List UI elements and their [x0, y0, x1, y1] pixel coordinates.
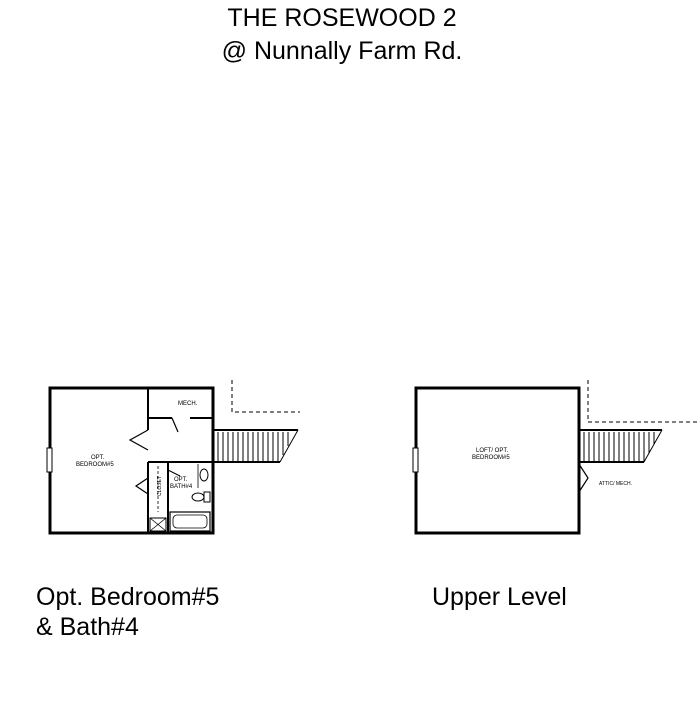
bathtub: [169, 511, 211, 532]
left-plan-caption: Opt. Bedroom#5 & Bath#4: [36, 582, 219, 642]
attic-door: [578, 463, 589, 493]
bath-label-2: BATH#4: [170, 484, 193, 490]
right-stair-treads: [583, 432, 655, 461]
bath-toilet: [191, 492, 205, 502]
left-floor-plan: [46, 380, 300, 535]
bedroom-label-2: BEDROOM#5: [76, 462, 114, 468]
closet-label: CLOSET: [157, 476, 163, 496]
closet-door: [134, 477, 149, 495]
left-stair-treads: [217, 432, 289, 461]
loft-label-2: BEDROOM#5: [472, 455, 510, 461]
bath-label-1: OPT.: [174, 477, 188, 483]
left-window: [46, 447, 53, 473]
plan-subtitle: @ Nunnally Farm Rd.: [221, 37, 463, 65]
left-outer-wall: [48, 386, 215, 535]
loft-label-1: LOFT/ OPT.: [476, 448, 508, 454]
attic-label: ATTIC/ MECH.: [599, 481, 632, 487]
bedroom-door: [128, 429, 149, 451]
plan-title: THE ROSEWOOD 2: [227, 4, 457, 32]
right-floor-plan: [412, 380, 700, 535]
right-plan-caption: Upper Level: [432, 583, 567, 611]
bath-sink: [199, 468, 209, 482]
left-attic-outline: [231, 380, 300, 413]
left-caption-line2: & Bath#4: [36, 613, 139, 641]
linen-box: [149, 517, 167, 532]
right-attic-outline: [587, 380, 700, 423]
bedroom-label-1: OPT.: [91, 455, 105, 461]
mech-label: MECH.: [178, 401, 198, 407]
right-window: [412, 447, 419, 473]
left-caption-line1: Opt. Bedroom#5: [36, 583, 220, 611]
